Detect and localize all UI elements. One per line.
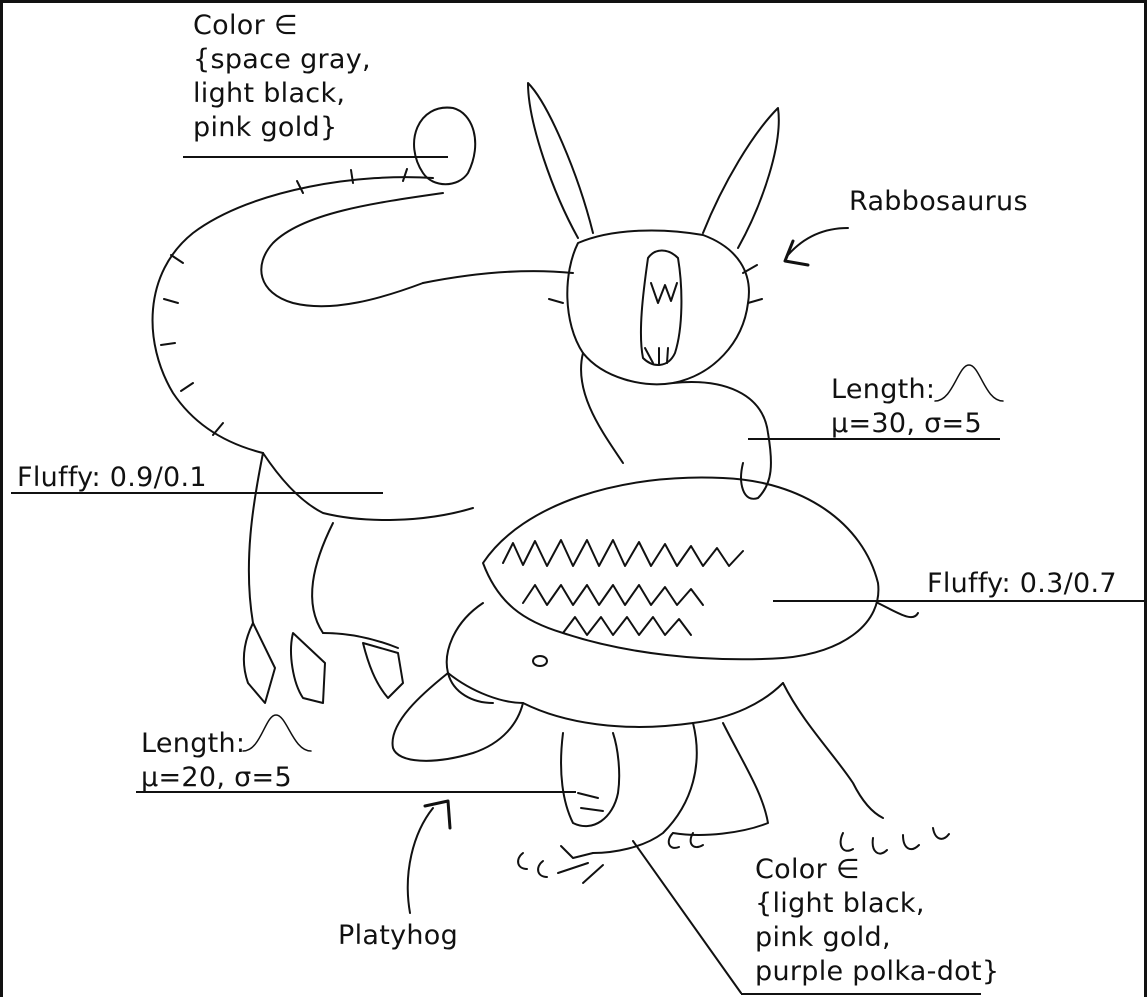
platy-name-label: Platyhog (338, 919, 458, 953)
rabbo-length-leader (748, 438, 1000, 440)
rabbo-color-label: Color ∈ {space gray, light black, pink g… (193, 9, 371, 145)
rabbo-fluffy-label: Fluffy: 0.9/0.1 (17, 461, 207, 495)
rabbo-length-label: Length: μ=30, σ=5 (831, 373, 982, 441)
rabbosaurus-arrow (785, 228, 848, 265)
creature-illustration (3, 3, 1147, 1000)
platy-fluffy-leader (773, 600, 1147, 602)
rabbo-name-label: Rabbosaurus (849, 185, 1028, 219)
platyhog-figure (393, 477, 949, 883)
platy-color-label: Color ∈ {light black, pink gold, purple … (755, 853, 999, 989)
platy-length-label: Length: μ=20, σ=5 (141, 727, 292, 795)
platy-fluffy-label: Fluffy: 0.3/0.7 (927, 567, 1117, 601)
platyhog-arrow (408, 801, 450, 913)
platy-color-leader (633, 841, 741, 993)
platy-length-leader (136, 791, 576, 793)
rabbo-color-leader (183, 156, 448, 158)
platy-color-underline (741, 993, 981, 995)
rabbosaurus-figure (153, 83, 779, 703)
rabbo-fluffy-leader (11, 492, 383, 494)
